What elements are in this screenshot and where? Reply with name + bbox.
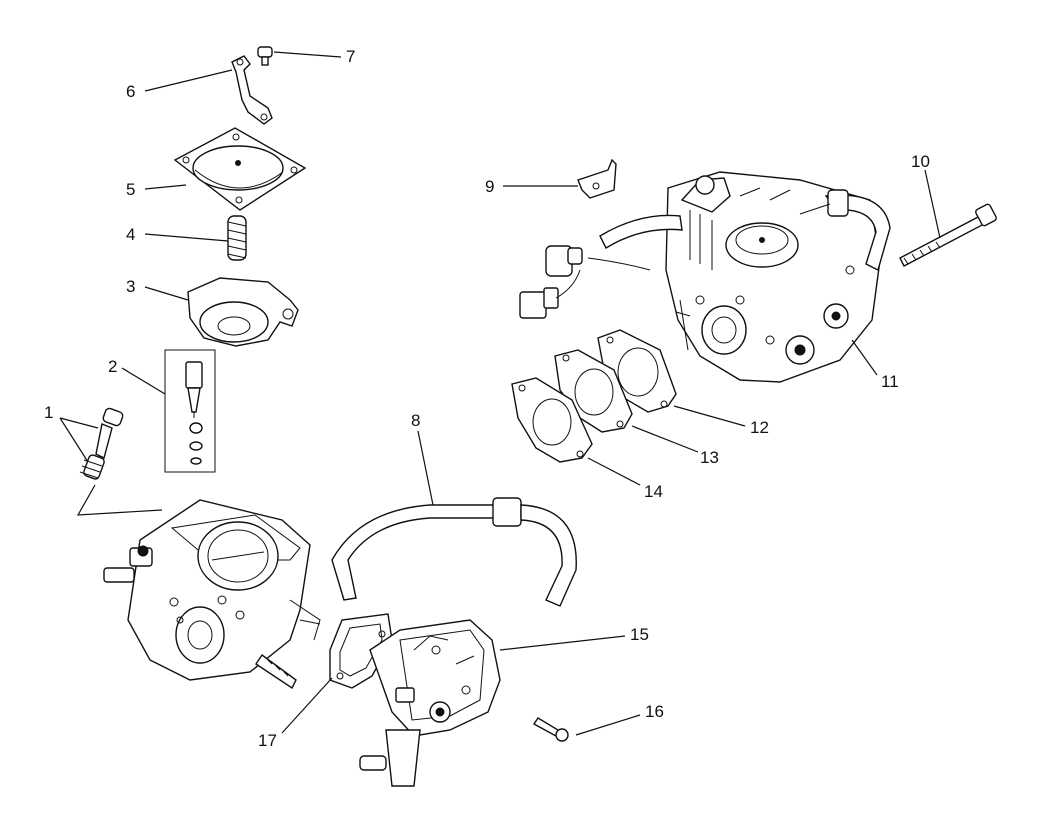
callout-17: 17 xyxy=(258,731,277,750)
callout-13: 13 xyxy=(700,448,719,467)
callout-5: 5 xyxy=(126,180,135,199)
callout-12: 12 xyxy=(750,418,769,437)
callout-8: 8 xyxy=(411,411,420,430)
callout-9: 9 xyxy=(485,177,494,196)
part-6-bracket xyxy=(231,55,273,125)
part-16-screw xyxy=(532,717,569,742)
callout-4: 4 xyxy=(126,225,135,244)
callout-labels: 1 2 3 4 5 6 7 8 9 10 11 12 13 14 15 16 1… xyxy=(44,47,930,750)
part-5-cover xyxy=(173,127,307,211)
part-8-hose xyxy=(331,497,577,607)
part-4-spring xyxy=(227,215,247,261)
callout-3: 3 xyxy=(126,277,135,296)
leader-lines xyxy=(59,51,941,736)
callout-6: 6 xyxy=(126,82,135,101)
part-1-screw-spring xyxy=(76,407,163,516)
part-3-diaphragm xyxy=(187,277,299,347)
callout-11: 11 xyxy=(881,372,899,391)
callout-1: 1 xyxy=(44,403,53,422)
callout-2: 2 xyxy=(108,357,117,376)
part-9-clip xyxy=(577,158,617,199)
callout-16: 16 xyxy=(645,702,664,721)
part-11-carburetor-assembly xyxy=(519,171,891,383)
callout-15: 15 xyxy=(630,625,649,644)
callout-7: 7 xyxy=(346,47,355,66)
throttle-body xyxy=(103,499,321,690)
part-7-screw xyxy=(257,46,273,66)
part-2-needle-valve-set xyxy=(164,349,216,473)
part-10-bolt xyxy=(899,203,997,267)
part-15-float-chamber xyxy=(359,619,501,787)
callout-10: 10 xyxy=(911,152,930,171)
part-14-gasket xyxy=(511,377,593,463)
callout-14: 14 xyxy=(644,482,663,501)
part-13-gasket xyxy=(554,349,633,433)
